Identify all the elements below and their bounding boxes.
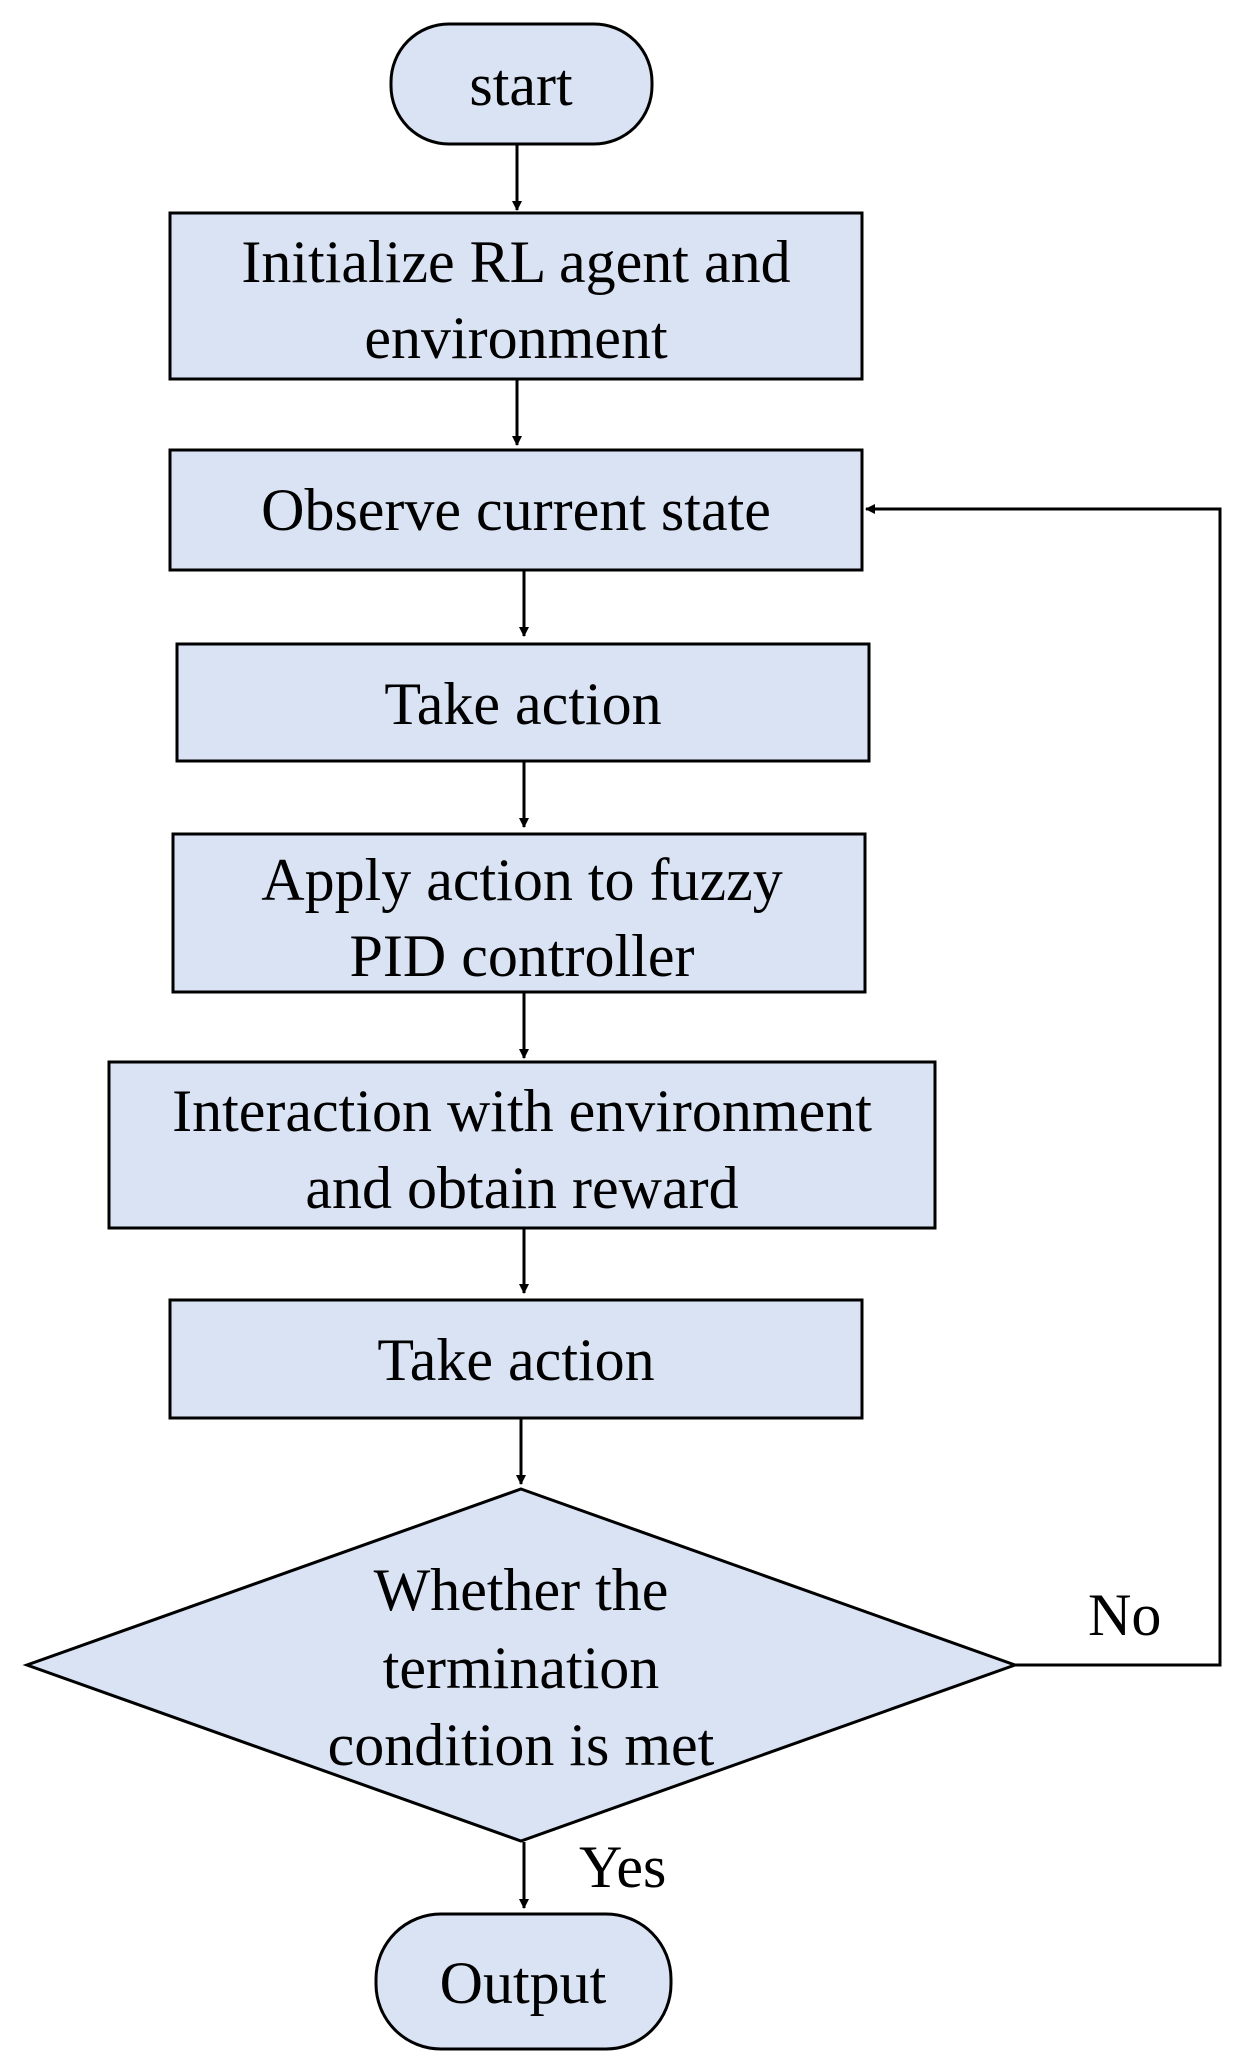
take-action-process-box-2: Take action xyxy=(168,1298,864,1420)
initialize-label-line-2: environment xyxy=(364,305,668,371)
initialize-label-line-1: Initialize RL agent and xyxy=(241,229,790,295)
edge-label-yes: Yes xyxy=(579,1834,666,1900)
take-action-process-box-1: Take action xyxy=(175,642,871,763)
decision-label-line-1: Whether the xyxy=(374,1557,669,1623)
termination-decision-diamond: Whether the termination condition is met xyxy=(22,1487,1020,1843)
edge-decision-no-to-observe xyxy=(865,504,1222,1667)
edges: No Yes xyxy=(512,145,1222,1909)
apply-action-label-line-1: Apply action to fuzzy xyxy=(261,847,783,913)
start-label: start xyxy=(469,52,573,118)
apply-action-process-box: Apply action to fuzzy PID controller xyxy=(171,832,867,994)
decision-label-line-3: condition is met xyxy=(328,1712,715,1778)
observe-state-label: Observe current state xyxy=(261,477,771,543)
edge-label-no: No xyxy=(1088,1582,1161,1648)
start-terminal: start xyxy=(389,22,654,146)
observe-state-process-box: Observe current state xyxy=(168,448,864,572)
nodes: start Initialize RL agent and environmen… xyxy=(22,22,1020,2051)
output-label: Output xyxy=(440,1950,607,2016)
take-action-label-1: Take action xyxy=(384,671,661,737)
decision-label-line-2: termination xyxy=(383,1635,660,1701)
apply-action-label-line-2: PID controller xyxy=(350,923,695,989)
interaction-label-line-1: Interaction with environment xyxy=(172,1078,872,1144)
take-action-label-2: Take action xyxy=(377,1327,654,1393)
interaction-process-box: Interaction with environment and obtain … xyxy=(107,1060,937,1230)
interaction-label-line-2: and obtain reward xyxy=(305,1155,738,1221)
initialize-process-box: Initialize RL agent and environment xyxy=(168,211,864,381)
output-terminal: Output xyxy=(374,1912,673,2051)
